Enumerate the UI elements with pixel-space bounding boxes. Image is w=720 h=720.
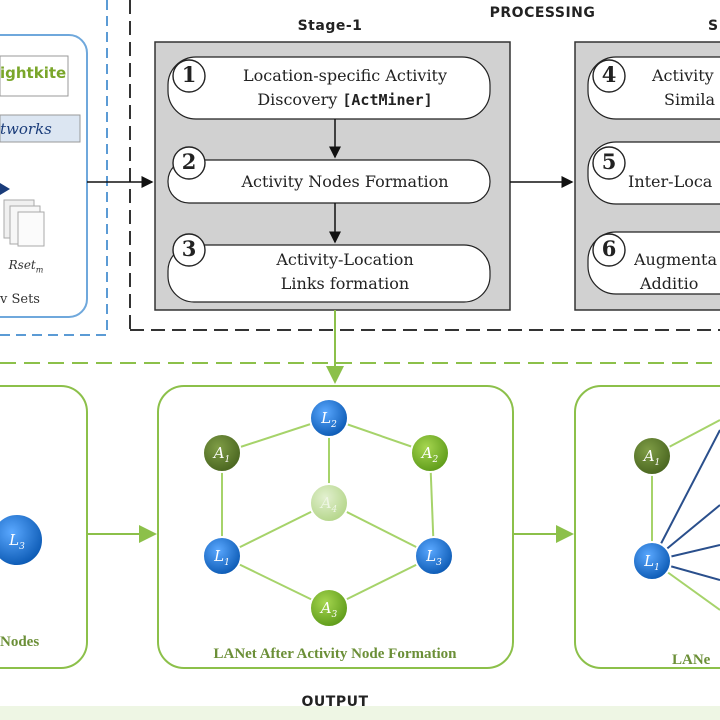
processing-region [129, 0, 720, 331]
step-1-number: 1 [181, 62, 197, 87]
arrow-icon [0, 183, 10, 195]
output-label: OUTPUT [301, 694, 369, 710]
output-panels [0, 385, 720, 720]
stage1-title: Stage-1 [297, 18, 363, 34]
input-panel [0, 0, 108, 336]
step-4-number: 4 [601, 62, 617, 87]
step-5-text: Inter-Loca [628, 172, 713, 191]
dataset-label: Rsetm [8, 258, 44, 275]
step-6-text: Augmenta Additio [634, 250, 718, 293]
node-left-L3: L3 [0, 513, 44, 567]
stage1-box [154, 41, 511, 311]
step-3-number: 3 [181, 236, 197, 261]
right-panel-caption: LANe [672, 652, 711, 668]
node-mid-L3: L3 [414, 536, 454, 576]
sets-label: v Sets [0, 292, 40, 307]
node-mid-A1: A1 [202, 433, 242, 473]
processing-label: PROCESSING [489, 5, 596, 21]
node-mid-L1: L1 [202, 536, 242, 576]
svg-text:L1: L1 [643, 552, 660, 573]
node-right-A1: A1 [632, 436, 672, 476]
svg-text:A1: A1 [642, 447, 661, 468]
step-4-text: Activity Simila [652, 66, 716, 109]
svg-text:L1: L1 [213, 547, 230, 568]
svg-text:L3: L3 [425, 547, 442, 568]
node-mid-L2: L2 [309, 398, 349, 438]
svg-text:L2: L2 [320, 409, 337, 430]
node-mid-A2: A2 [410, 433, 450, 473]
svg-text:L3: L3 [8, 531, 25, 552]
step-2-number: 2 [181, 149, 197, 174]
svg-text:A4: A4 [319, 494, 338, 515]
step-3-text: Activity-Location Links formation [276, 250, 414, 293]
step-1-text: Location-specific Activity Discovery [Ac… [242, 66, 448, 109]
networks-label: tworks [0, 120, 52, 138]
node-mid-A4: A4 [309, 483, 349, 523]
step-5-number: 5 [601, 149, 617, 174]
svg-text:A3: A3 [319, 599, 338, 620]
step-6-number: 6 [601, 236, 617, 261]
left-panel-caption: Nodes [0, 634, 40, 650]
middle-panel-caption: LANet After Activity Node Formation [213, 646, 457, 662]
document-stack-icon [3, 199, 45, 247]
svg-text:A2: A2 [420, 444, 439, 465]
node-mid-A3: A3 [309, 588, 349, 628]
step-2-text: Activity Nodes Formation [241, 172, 449, 191]
app-logo: ightkite [0, 64, 67, 82]
stage2-title: S [708, 18, 719, 34]
svg-text:A1: A1 [212, 444, 231, 465]
node-right-L1: L1 [632, 541, 672, 581]
stage2-box [574, 41, 720, 311]
